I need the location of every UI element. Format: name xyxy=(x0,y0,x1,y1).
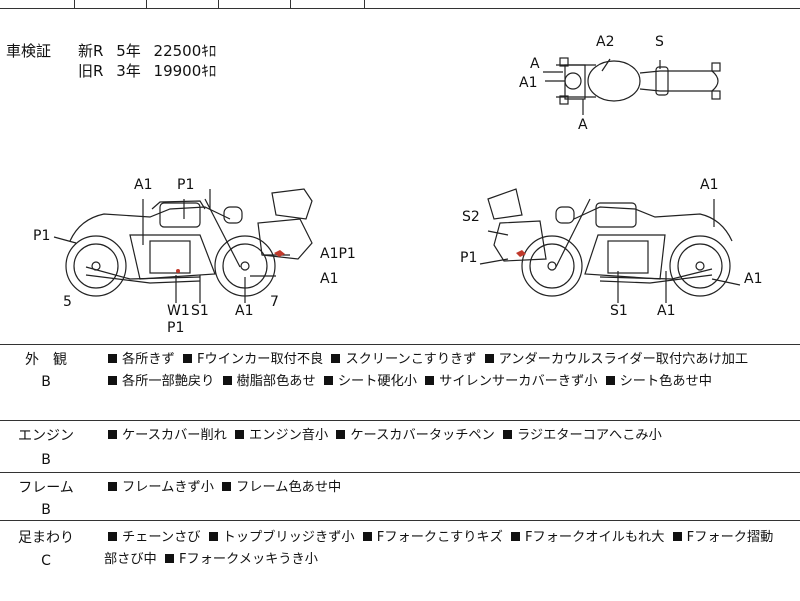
diagram-label: P1 xyxy=(167,320,185,336)
section-items: フレームきず小 フレーム色あせ中 xyxy=(104,477,794,499)
diagram-label: S1 xyxy=(191,303,209,319)
diagram-label: S1 xyxy=(610,303,628,319)
item-line: フレームきず小 フレーム色あせ中 xyxy=(104,477,794,499)
diagram-label: A1 xyxy=(134,177,153,193)
diagram-label: A1 xyxy=(744,271,763,287)
diagram-label: A1 xyxy=(657,303,676,319)
section-grade: B xyxy=(41,374,51,390)
diagram-label: A xyxy=(578,117,588,133)
section-items: ケースカバー削れ エンジン音小 ケースカバータッチペン ラジエターコアへこみ小 xyxy=(104,425,794,447)
diagram-label: A xyxy=(530,56,540,72)
section-title: フレーム xyxy=(18,480,74,496)
item-line: 各所きず Fウインカー取付不良 スクリーンこすりきず アンダーカウルスライダー取… xyxy=(104,349,794,371)
section-suspension: 足まわり C チェーンさび トップブリッジきず小 Fフォークこすりキズ Fフォー… xyxy=(0,520,800,601)
section-title: 足まわり xyxy=(18,530,74,546)
diagram-label: P1 xyxy=(460,250,478,266)
section-title: 外 観 xyxy=(25,352,67,368)
diagram-label: 7 xyxy=(270,294,279,310)
bike-left-view xyxy=(53,188,313,303)
item-line: チェーンさび トップブリッジきず小 Fフォークこすりキズ Fフォークオイルもれ大… xyxy=(104,527,794,549)
diagram-label: A2 xyxy=(596,34,615,50)
section-items: 各所きず Fウインカー取付不良 スクリーンこすりきず アンダーカウルスライダー取… xyxy=(104,349,794,393)
inspection-label: 車検証 xyxy=(6,42,52,60)
header-table-strip xyxy=(0,0,800,9)
section-frame: フレーム B フレームきず小 フレーム色あせ中 xyxy=(0,472,800,525)
inspection-row-new: 新R 5年 22500ｷﾛ xyxy=(78,42,217,60)
bike-top-view xyxy=(543,57,721,115)
section-exterior: 外 観 B 各所きず Fウインカー取付不良 スクリーンこすりきず アンダーカウル… xyxy=(0,344,800,421)
section-title: エンジン xyxy=(18,428,74,444)
bike-right-view xyxy=(479,188,741,303)
diagram-label: S xyxy=(655,34,664,50)
diagram-label: A1 xyxy=(519,75,538,91)
section-grade: B xyxy=(41,502,51,518)
diagram-label: P1 xyxy=(33,228,51,244)
diagram-label: A1P1 xyxy=(320,246,356,262)
inspection-row-old: 旧R 3年 19900ｷﾛ xyxy=(78,62,217,80)
section-items: チェーンさび トップブリッジきず小 Fフォークこすりキズ Fフォークオイルもれ大… xyxy=(104,527,794,571)
condition-diagram: 車検証 新R 5年 22500ｷﾛ 旧R 3年 19900ｷﾛ xyxy=(0,9,800,344)
item-line: 部さび中 Fフォークメッキうき小 xyxy=(104,552,318,567)
section-grade: C xyxy=(41,553,51,569)
diagram-label: A1 xyxy=(320,271,339,287)
section-grade: B xyxy=(41,452,51,468)
section-engine: エンジン B ケースカバー削れ エンジン音小 ケースカバータッチペン ラジエター… xyxy=(0,420,800,473)
diagram-label: 5 xyxy=(63,294,72,310)
item-line: 各所一部艶戻り 樹脂部色あせ シート硬化小 サイレンサーカバーきず小 シート色あ… xyxy=(104,371,794,393)
diagram-label: A1 xyxy=(235,303,254,319)
diagram-label: W1 xyxy=(167,303,190,319)
diagram-label: A1 xyxy=(700,177,719,193)
motorcycle-diagram xyxy=(53,57,741,303)
item-line: ケースカバー削れ エンジン音小 ケースカバータッチペン ラジエターコアへこみ小 xyxy=(104,425,794,447)
diagram-label: P1 xyxy=(177,177,195,193)
diagram-label: S2 xyxy=(462,209,480,225)
